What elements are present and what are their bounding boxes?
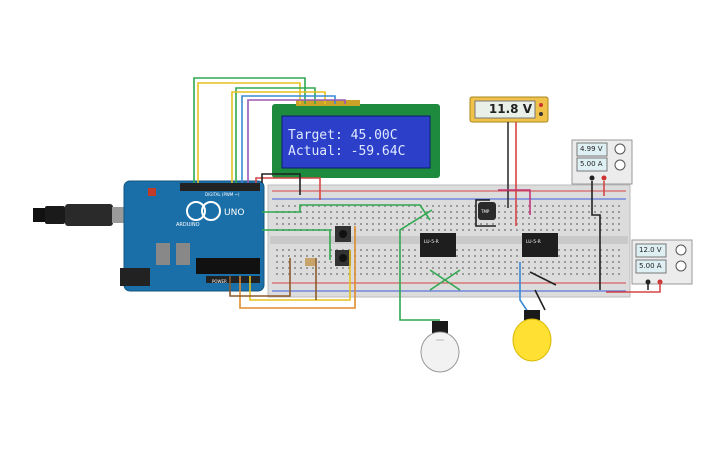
resistor[interactable] <box>305 258 315 266</box>
atmega-chip <box>196 258 260 274</box>
bulb-right[interactable] <box>512 310 552 362</box>
lcd-display[interactable] <box>272 100 440 178</box>
relay-2-label: LU-5-R <box>526 239 541 245</box>
ps2-voltage: 12.0 V <box>639 246 662 254</box>
arduino-board[interactable] <box>120 180 265 292</box>
reset-button <box>148 188 156 196</box>
voltmeter-reading: 11.8 V <box>488 102 532 116</box>
ps2-current: 5.00 A <box>639 262 662 270</box>
pushbutton-1[interactable] <box>335 226 351 242</box>
temperature-sensor[interactable] <box>478 202 496 220</box>
arduino-brand-label: ARDUINO <box>176 222 200 228</box>
arduino-model-label: UNO <box>224 208 244 218</box>
bulb-left[interactable] <box>420 321 460 373</box>
ps1-current: 5.00 A <box>580 160 603 168</box>
digital-header <box>180 183 260 191</box>
sensor-label: TMP <box>480 209 490 214</box>
digital-pins-label: DIGITAL (PWM ~) <box>205 192 240 197</box>
relay-1[interactable] <box>420 233 456 257</box>
wires[interactable] <box>193 77 661 321</box>
lcd-line-1: Target: 45.00C <box>288 128 398 143</box>
power-header <box>206 276 260 283</box>
lcd-line-2: Actual: -59.64C <box>288 144 406 159</box>
power-supply-1[interactable] <box>571 139 633 185</box>
relay-1-label: LU-5-R <box>424 239 439 245</box>
relay-2[interactable] <box>522 233 558 257</box>
power-supply-2[interactable] <box>631 239 693 285</box>
voltmeter[interactable] <box>469 96 549 123</box>
pushbutton-2[interactable] <box>335 250 351 266</box>
ps1-voltage: 4.99 V <box>580 145 603 153</box>
power-label: POWER <box>212 279 227 284</box>
arduino-logo-icon <box>186 201 206 221</box>
